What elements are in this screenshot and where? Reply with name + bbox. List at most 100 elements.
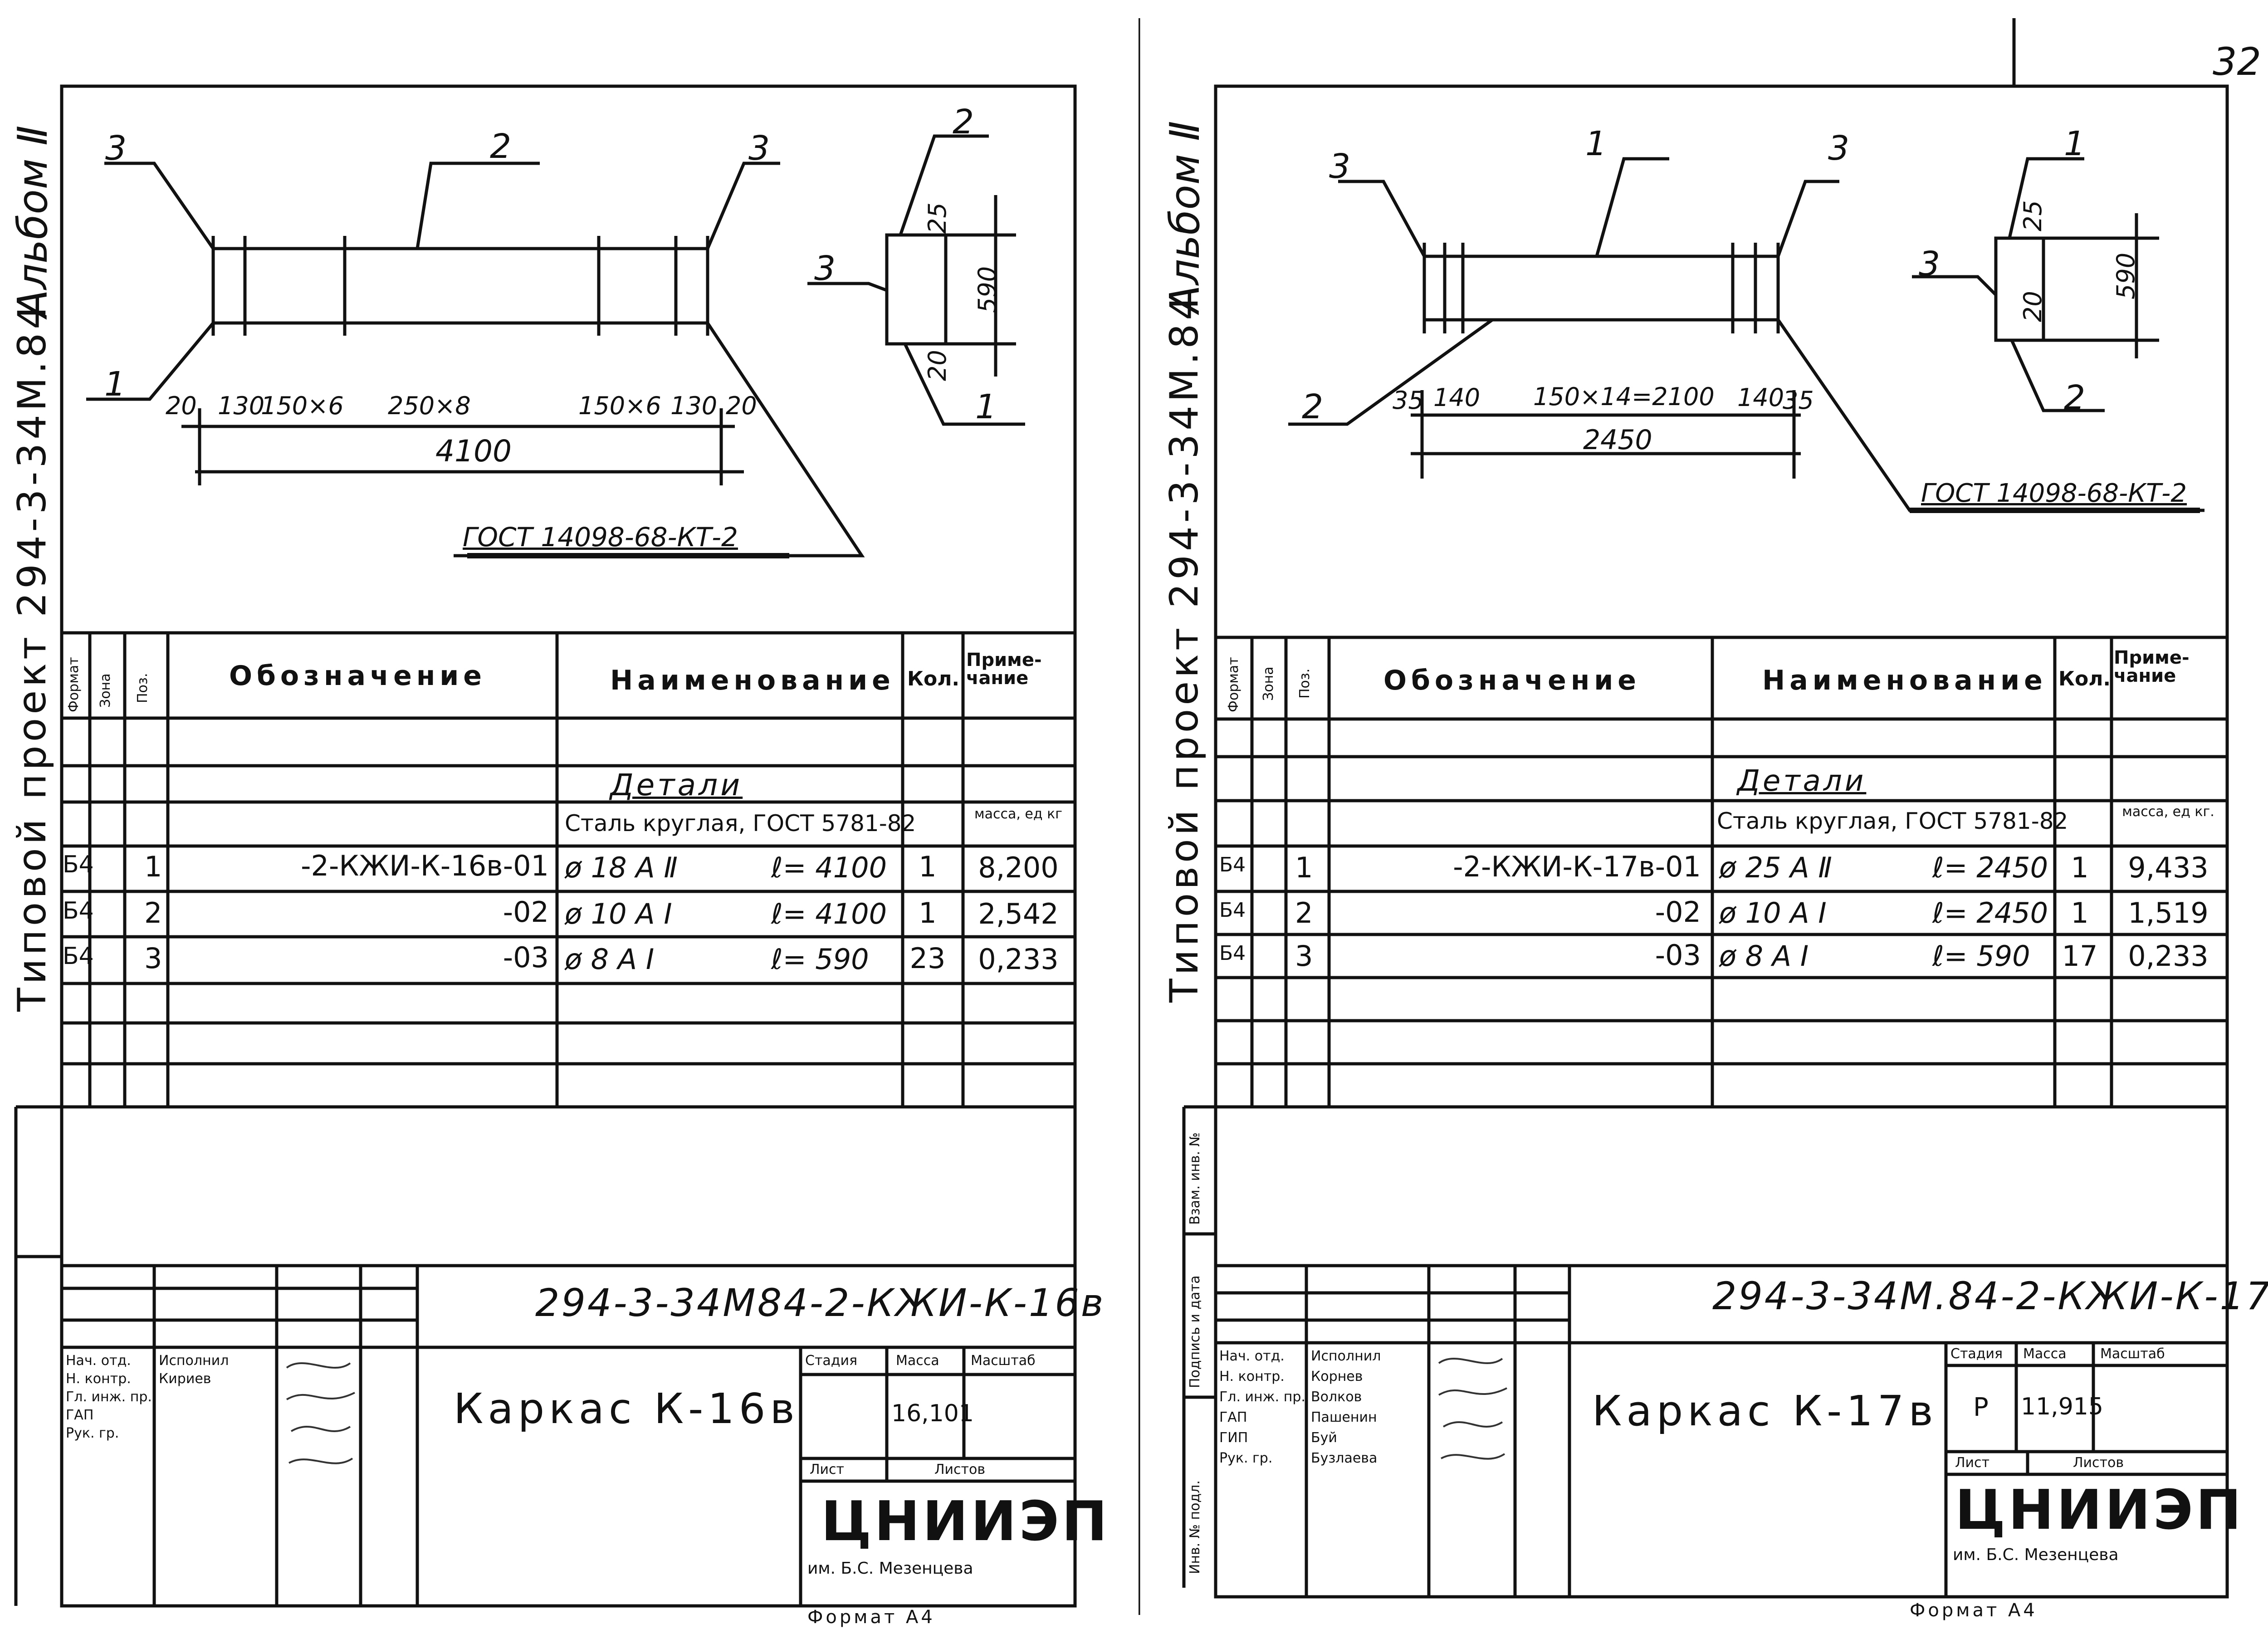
label-3-right: 3 [748,129,770,168]
section-dim-a: 25 [2019,200,2047,231]
row-pos: 3 [1295,939,1313,973]
material-label: Сталь круглая, ГОСТ 5781-82 [565,810,916,837]
section-dim-a: 25 [923,202,952,234]
row-note: 0,233 [2128,939,2209,973]
stamp-name: Кириев [159,1371,211,1387]
row-designation: -03 [1655,939,1701,972]
gost-label: ГОСТ 14098-68-КТ-2 [463,522,738,553]
stamp-code: 294-3-34М.84-2-КЖИ-К-17в [1712,1274,2268,1318]
row-pos: 1 [1295,851,1313,884]
section-dim-b: 590 [973,266,1002,313]
row-len: ℓ= 2450 [1932,851,2048,884]
row-diam: ø 25 А Ⅱ [1719,851,1832,884]
row-format: Б4 [63,851,94,878]
label-1-top: 1 [1585,124,1607,163]
stamp-format: Формат А4 [807,1607,935,1628]
stamp-stage-label: Стадия [1950,1346,2003,1362]
row-designation: -2-КЖИ-К-16в-01 [301,849,549,882]
row-len: ℓ= 590 [1932,939,2030,973]
album-label: Альбом Ⅱ [1161,121,1209,313]
dim-4: 35 [1783,386,1814,415]
row-len: ℓ= 590 [771,943,869,976]
row-designation: -02 [503,895,549,929]
row-designation: -2-КЖИ-К-17в-01 [1453,850,1701,883]
stamp-role: ГАП [1219,1409,1247,1425]
row-format: Б4 [1219,853,1246,876]
row-format: Б4 [63,897,94,925]
left-sheet: Альбом Ⅱ Типовой проект 294-3-34М.84 3 2… [9,84,1110,1628]
stamp-role: ГИП [1219,1430,1248,1446]
row-diam: ø 10 А Ⅰ [1719,896,1827,930]
label-2-top: 2 [490,127,512,166]
row-qty: 1 [919,850,937,883]
row-note: 8,200 [978,851,1059,884]
row-qty: 17 [2062,939,2098,973]
label-3-right: 3 [1828,129,1850,168]
row-format: Б4 [1219,942,1246,965]
dim-6: 20 [726,391,757,420]
stamp-sheet-label: Лист [810,1462,845,1477]
row-diam: ø 10 А Ⅰ [565,897,672,930]
section-label-left: 3 [1919,245,1941,284]
header-designation: Обозначение [1383,665,1641,696]
row-len: ℓ= 2450 [1932,896,2048,930]
header-zone: Зона [98,673,113,708]
stamp-name: Бузлаева [1311,1450,1378,1466]
row-pos: 2 [1295,896,1313,930]
row-qty: 1 [919,896,937,930]
side-label: Подпись и дата [1187,1275,1203,1389]
side-label: Взам. инв. № [1187,1132,1203,1225]
label-3-left: 3 [105,129,127,168]
stamp-sheets-label: Листов [934,1462,986,1477]
section-label-bottom: 2 [2064,378,2086,417]
dim-2: 150×6 [261,391,344,420]
row-len: ℓ= 4100 [771,897,887,930]
row-designation: -02 [1655,895,1701,929]
stamp-org: ЦНИИЭП [821,1490,1110,1553]
header-name: Наименование [610,665,895,696]
header-qty: Кол. [907,667,960,690]
row-qty: 1 [2071,851,2089,884]
gost-label: ГОСТ 14098-68-КТ-2 [1921,479,2187,508]
header-name: Наименование [1762,665,2047,696]
left-sheet-lines [14,84,1077,1608]
dim-0: 35 [1393,386,1424,415]
stamp-mass: 16,101 [891,1400,974,1427]
section-dim-b: 590 [2112,252,2140,299]
section-label-bottom: 1 [975,387,997,426]
section-dim-c: 20 [2019,291,2047,322]
stamp-org: ЦНИИЭП [1955,1479,2244,1542]
section-dim-c: 20 [923,350,952,381]
stamp-role: Н. контр. [1219,1369,1285,1384]
row-pos: 3 [144,942,162,975]
header-format: Формат [66,657,82,712]
dim-total: 2450 [1583,424,1652,456]
stamp-mass: 11,915 [2021,1393,2103,1420]
stamp-code: 294-3-34М84-2-КЖИ-К-16в [535,1281,1105,1325]
stamp-role: Нач. отд. [66,1353,131,1369]
stamp-role: Рук. гр. [1219,1450,1273,1466]
stamp-sheets-label: Листов [2073,1455,2124,1471]
dim-4: 150×6 [578,391,661,420]
header-note: Приме-чание [2114,647,2190,686]
row-pos: 1 [144,850,162,883]
dim-1: 140 [1433,383,1481,412]
header-format: Формат [1226,657,1242,712]
stamp-title: Каркас К-16в [454,1384,799,1433]
stamp-role: Нач. отд. [1219,1348,1285,1364]
stamp-mass-label: Масса [896,1353,939,1369]
stamp-name: Исполнил [1311,1348,1381,1364]
row-designation: -03 [503,941,549,974]
header-designation: Обозначение [229,660,487,692]
dim-0: 20 [166,391,197,420]
dim-total: 4100 [435,434,512,469]
row-note: 0,233 [978,943,1059,976]
stamp-stage: Р [1973,1393,1989,1422]
stamp-name: Пашенин [1311,1409,1377,1425]
stamp-title: Каркас К-17в [1592,1387,1938,1435]
stamp-role: ГАП [66,1407,94,1423]
stamp-role: Рук. гр. [66,1425,119,1441]
dim-3: 140 [1737,383,1784,412]
section-label-top: 2 [953,103,974,142]
dim-5: 130 [670,391,718,420]
